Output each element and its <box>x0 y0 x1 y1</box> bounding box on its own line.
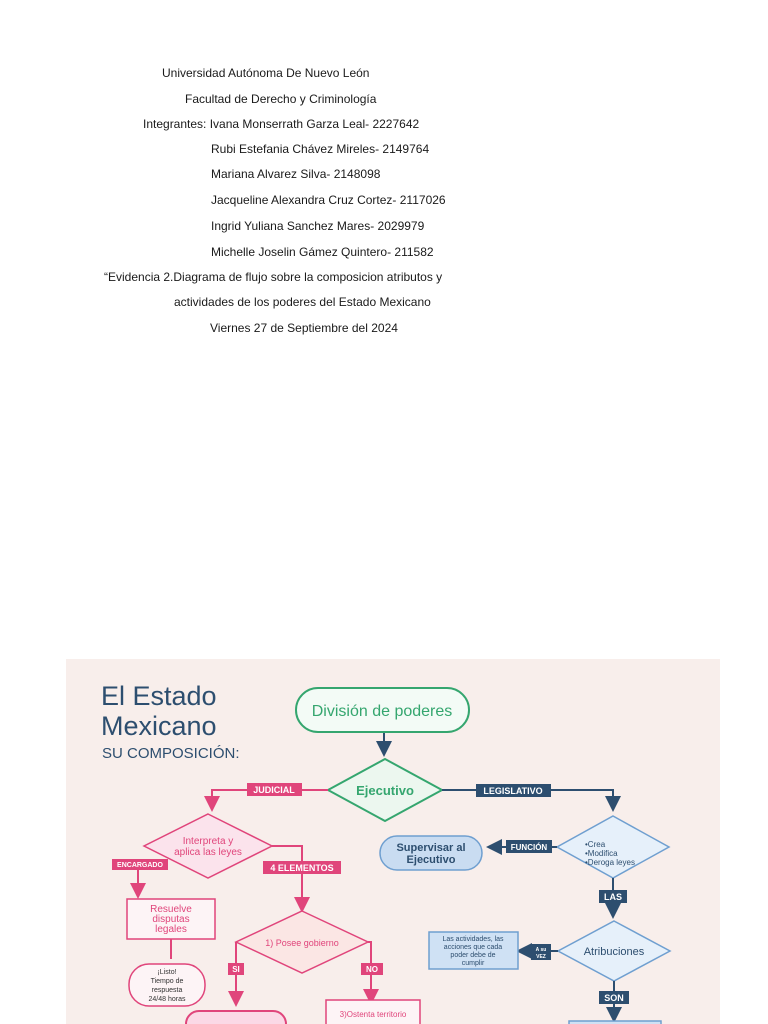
ostenta-node <box>325 999 421 1024</box>
four-elements-tag <box>263 861 341 874</box>
supervisar-label: Supervisar al <box>396 842 465 854</box>
no-tag-label: NO <box>366 965 378 974</box>
listo-label: Tiempo de <box>151 978 184 985</box>
legislativo-tag <box>476 784 551 797</box>
posee-gobierno-node <box>234 910 370 974</box>
si-tag-label: SI <box>232 965 240 974</box>
assignment-title-line: actividades de los poderes del Estado Me… <box>174 295 431 309</box>
acciones-label: acciones que cada <box>444 944 502 951</box>
bottom-blue-node <box>568 1020 662 1024</box>
asu-vez-tag-label: A su <box>536 947 547 953</box>
legislativo-node <box>555 815 671 879</box>
division-label: División de poderes <box>312 703 453 720</box>
interpreta-node <box>142 813 274 879</box>
diagram-title-line2: Mexicano <box>101 711 217 741</box>
date-line: Viernes 27 de Septiembre del 2024 <box>210 321 398 335</box>
four-elements-tag-label: 4 ELEMENTOS <box>270 863 333 873</box>
asu-vez-tag-label: VEZ <box>536 954 546 960</box>
las-tag-label: LAS <box>604 892 622 902</box>
funcion-tag-label: FUNCIÓN <box>511 843 548 852</box>
university-line: Universidad Autónoma De Nuevo León <box>162 66 370 80</box>
posee-gobierno-label: 1) Posee gobierno <box>265 938 339 948</box>
atribuciones-label: Atribuciones <box>584 946 645 958</box>
diagram-title-line1: El Estado <box>101 681 217 711</box>
diagram-subtitle: SU COMPOSICIÓN: <box>102 745 240 762</box>
assignment-title-line: “Evidencia 2.Diagrama de flujo sobre la … <box>104 270 443 284</box>
si-tag <box>228 963 244 975</box>
ejecutivo-node <box>325 757 445 823</box>
encargado-tag <box>112 859 168 870</box>
member-line: Rubi Estefania Chávez Mireles- 2149764 <box>211 142 430 156</box>
resuelve-label: disputas <box>152 914 189 925</box>
listo-node <box>128 963 206 1007</box>
deroga-label: •Deroga leyes <box>585 858 635 867</box>
faculty-line: Facultad de Derecho y Criminología <box>185 92 377 106</box>
acciones-label: poder debe de <box>450 952 495 959</box>
modifica-label: •Modifica <box>585 849 618 858</box>
division-node <box>295 687 470 733</box>
listo-label: respuesta <box>152 987 183 994</box>
no-tag <box>361 963 383 975</box>
legislativo-tag-label: LEGISLATIVO <box>483 786 542 796</box>
asu-vez-tag <box>531 944 551 960</box>
son-tag <box>599 991 629 1004</box>
son-tag-label: SON <box>604 993 624 1003</box>
judicial-tag <box>247 783 302 796</box>
member-line: Michelle Joselin Gámez Quintero- 211582 <box>211 245 434 259</box>
judicial-tag-label: JUDICIAL <box>253 785 295 795</box>
encargado-tag-label: ENCARGADO <box>117 862 163 869</box>
member-line: Jacqueline Alexandra Cruz Cortez- 211702… <box>211 193 446 207</box>
members-line: Integrantes: Ivana Monserrath Garza Leal… <box>143 117 420 131</box>
acciones-label: cumplir <box>462 960 485 967</box>
flowchart-image: El Estado Mexicano SU COMPOSICIÓN: Divis… <box>66 659 720 1024</box>
connector <box>363 941 379 1005</box>
resuelve-node <box>126 898 216 940</box>
resuelve-label: legales <box>155 924 187 935</box>
ejecutivo-label: Ejecutivo <box>356 783 414 798</box>
member-line: Ingrid Yuliana Sanchez Mares- 2029979 <box>211 219 425 233</box>
resuelve-label: Resuelve <box>150 904 192 915</box>
interpreta-label: Interpreta y <box>183 836 234 847</box>
ostenta-label: 3)Ostenta territorio <box>340 1010 407 1019</box>
supervisar-label: Ejecutivo <box>407 854 456 866</box>
bottom-pill-node <box>185 1010 287 1024</box>
supervisar-node <box>379 835 483 871</box>
funcion-tag <box>506 840 552 853</box>
member-line: Mariana Alvarez Silva- 2148098 <box>211 167 381 181</box>
acciones-label: Las actividades, las <box>442 936 504 943</box>
listo-label: 24/48 horas <box>149 996 186 1003</box>
interpreta-label: aplica las leyes <box>174 847 242 858</box>
connector <box>272 845 310 913</box>
las-tag <box>599 890 627 903</box>
crea-label: •Crea <box>585 840 606 849</box>
acciones-node <box>428 931 519 970</box>
listo-label: ¡Listo! <box>157 969 176 976</box>
